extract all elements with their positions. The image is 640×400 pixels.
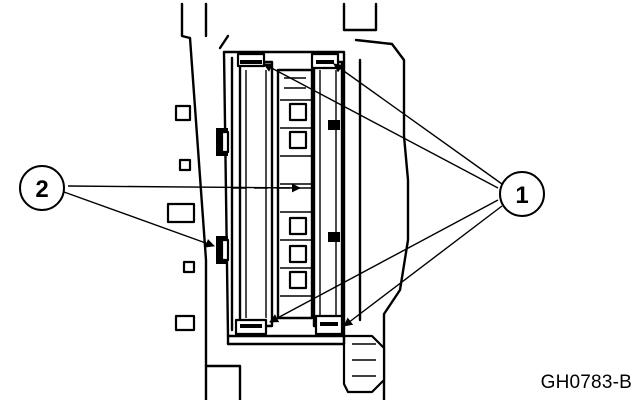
leader-arrow — [67, 183, 301, 193]
module-outer-frame — [222, 50, 346, 338]
leader-arrow — [269, 199, 499, 323]
housing-bottom-step — [204, 364, 242, 400]
latch-slot — [320, 322, 338, 326]
fuse-cell — [288, 270, 308, 290]
callout-1-label: 1 — [515, 182, 528, 209]
fuse-cell — [288, 216, 308, 236]
clip-tab — [328, 120, 340, 130]
housing-left-edge — [180, 2, 208, 400]
middle-fuse-strip — [276, 68, 314, 320]
leader-arrow — [63, 191, 215, 248]
figure-id: GH0783-B — [540, 372, 632, 393]
cell-dividers — [280, 99, 312, 297]
leader-arrow — [343, 205, 503, 327]
mounting-tab — [166, 202, 196, 224]
fuse-cell — [288, 130, 308, 150]
cell-divider — [284, 77, 306, 89]
latch-slot — [240, 324, 262, 328]
clip-tab — [328, 232, 340, 242]
mounting-tab — [174, 104, 192, 122]
right-fuse-strip — [310, 52, 344, 336]
bracket-top — [342, 2, 378, 32]
clip-tab-inner — [220, 130, 230, 154]
housing — [166, 2, 242, 400]
connector-ribs — [352, 343, 376, 377]
bracket-right-edge — [354, 38, 410, 400]
housing-inner-corner — [218, 34, 230, 50]
module-base-plate — [226, 334, 346, 346]
callout-2-leaders — [63, 183, 301, 248]
callout-circle — [499, 171, 545, 217]
left-fuse-strip — [234, 52, 274, 336]
callout-circle — [19, 165, 65, 211]
callout-1: 1 — [499, 171, 545, 217]
module-assembly — [216, 50, 346, 346]
mounting-tab — [178, 158, 192, 172]
clip-tab-inner — [220, 238, 230, 262]
leader-arrow — [333, 63, 503, 185]
right-bracket — [342, 2, 410, 400]
latch-slot — [316, 60, 334, 64]
fuse-cell — [288, 244, 308, 264]
mounting-tab — [182, 260, 196, 274]
leader-arrow — [263, 63, 499, 189]
latch-slot — [240, 60, 262, 64]
callout-2: 2 — [19, 165, 65, 211]
middle-strip-outline — [276, 68, 314, 320]
callout-1-leaders — [263, 63, 503, 327]
callout-2-label: 2 — [35, 176, 48, 203]
mounting-tab — [174, 314, 196, 332]
left-strip-outline — [238, 60, 274, 328]
wire-connector — [342, 334, 386, 394]
fuse-cell — [288, 102, 308, 122]
